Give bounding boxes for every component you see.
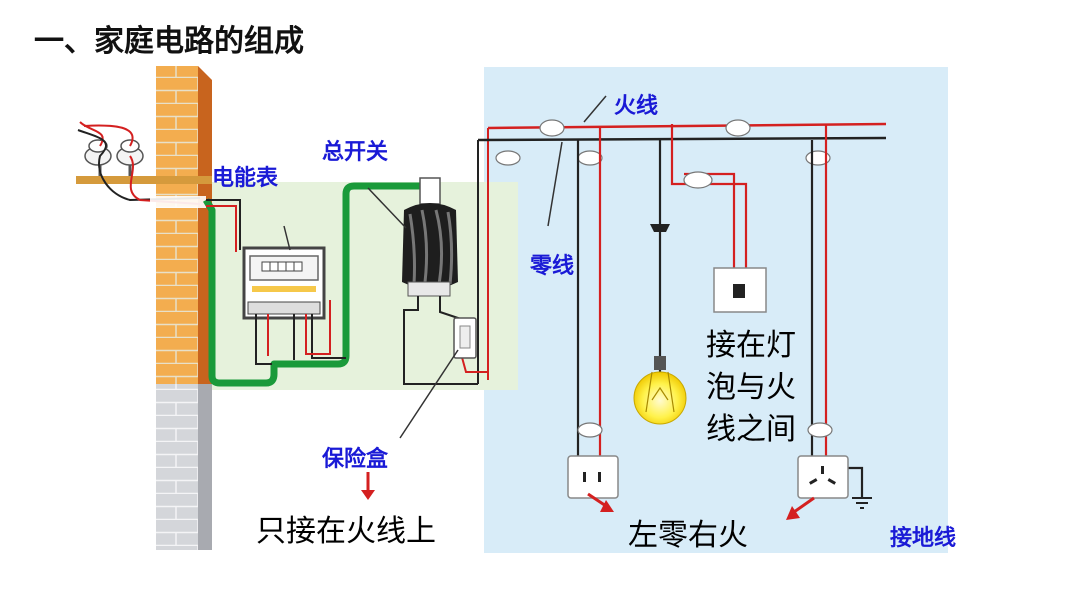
fuse-box — [399, 317, 477, 439]
two-hole-socket — [567, 455, 619, 499]
left-socket-arrow-icon — [587, 492, 614, 512]
switch-note-line-3: 线之间 — [706, 412, 796, 447]
fuse-arrow-icon — [361, 472, 375, 500]
ground-wire-label: 接地线 — [890, 526, 957, 551]
brick-wall — [156, 66, 212, 550]
socket-note: 左零右火 — [628, 518, 748, 553]
wall-switch — [713, 267, 767, 313]
live-wire-label: 火线 — [614, 94, 659, 119]
neutral-wire-label: 零线 — [530, 254, 575, 279]
meter-label: 电能表 — [212, 166, 279, 191]
service-entrance-insulators — [76, 121, 212, 208]
main-switch — [367, 177, 458, 297]
light-bulb — [633, 224, 687, 425]
fuse-box-label: 保险盒 — [322, 447, 389, 472]
main-switch-label: 总开关 — [322, 140, 389, 165]
three-hole-socket — [797, 455, 849, 499]
fuse-note: 只接在火线上 — [256, 514, 436, 549]
ground-symbol — [852, 497, 872, 509]
right-socket-arrow-icon — [786, 496, 815, 520]
ground-wire-path — [202, 182, 420, 387]
wire-junctions — [495, 119, 831, 166]
energy-meter — [242, 225, 326, 320]
switch-note-line-1: 接在灯 — [706, 328, 796, 363]
page-title: 一、家庭电路的组成 — [34, 24, 304, 59]
switch-note-line-2: 泡与火 — [706, 370, 796, 405]
